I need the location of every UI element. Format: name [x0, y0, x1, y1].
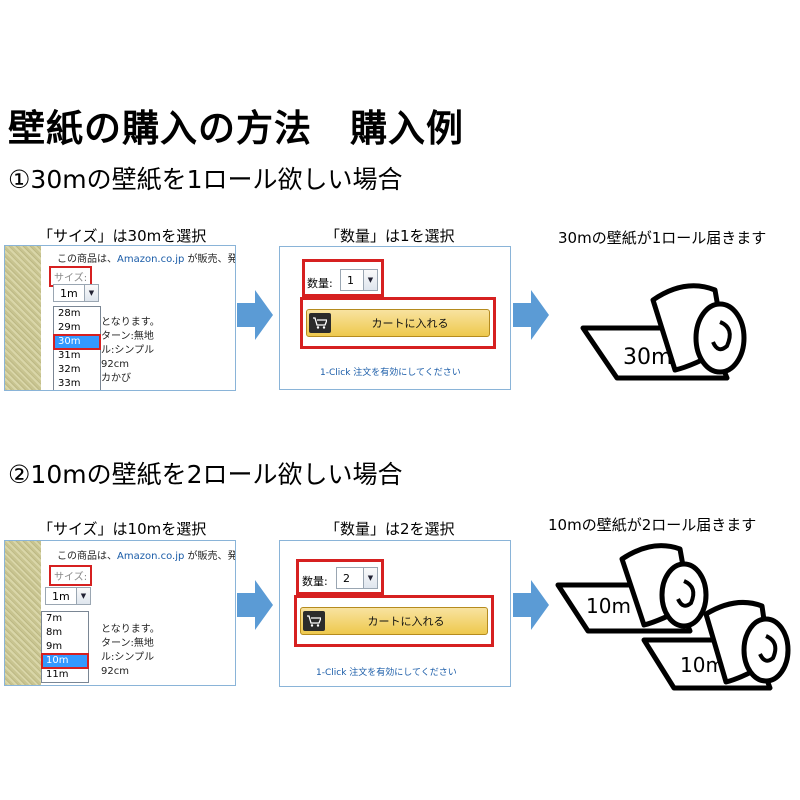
size-label: サイズ: [49, 565, 93, 586]
wallpaper-texture [5, 246, 41, 390]
size-option[interactable]: 8m [46, 627, 63, 638]
example1-heading: ①30mの壁紙を1ロール欲しい場合 [8, 165, 403, 194]
size-option[interactable]: 31m [58, 350, 81, 361]
cart-icon [309, 313, 331, 333]
quantity-label: 数量: [307, 277, 333, 290]
size-option[interactable]: 9m [46, 641, 63, 652]
example1-step2-caption: 「数量」は1を選択 [325, 227, 455, 245]
example2-heading: ②10mの壁紙を2ロール欲しい場合 [8, 460, 403, 489]
quantity-select[interactable]: 2 ▼ [336, 567, 378, 589]
size-option-selected[interactable]: 30m [53, 334, 101, 350]
seller-notice: この商品は、Amazon.co.jp が販売、発 [57, 551, 236, 562]
oneclick-link[interactable]: 1-Click 注文を有効にしてください [316, 668, 457, 678]
product-spec: となります。 ターン:無地 ル:シンプル 92cm [101, 624, 160, 677]
amazon-link[interactable]: Amazon.co.jp [117, 254, 185, 265]
quantity-select[interactable]: 1 ▼ [340, 269, 378, 291]
product-spec: となります。 ターン:無地 ル:シンプル 92cm カかび [101, 317, 160, 384]
page-title: 壁紙の購入の方法 購入例 [8, 107, 464, 150]
size-option-selected[interactable]: 10m [41, 653, 89, 669]
roll-length-label: 10m [586, 594, 631, 618]
add-to-cart-button[interactable]: カートに入れる [306, 309, 490, 337]
size-option[interactable]: 29m [58, 322, 81, 333]
quantity-highlight [296, 559, 384, 595]
chevron-down-icon: ▼ [84, 285, 98, 301]
cart-highlight [300, 297, 496, 349]
chevron-down-icon: ▼ [363, 568, 377, 588]
example2-size-panel: この商品は、Amazon.co.jp が販売、発 サイズ: 1m ▼ 7m 8m… [4, 540, 236, 686]
wallpaper-roll-illustration: 10m [555, 543, 709, 634]
example2-step2-caption: 「数量」は2を選択 [325, 520, 455, 538]
roll-length-label: 30m [623, 345, 672, 370]
example1-size-panel: この商品は、Amazon.co.jp が販売、発送し サイズ: 1m ▼ 28m… [4, 245, 236, 391]
example1-step3-caption: 30mの壁紙が1ロール届きます [558, 229, 767, 247]
wallpaper-texture [5, 541, 41, 685]
size-option[interactable]: 28m [58, 308, 81, 319]
size-option[interactable]: 32m [58, 364, 81, 375]
quantity-highlight [302, 259, 384, 297]
example1-step1-caption: 「サイズ」は30mを選択 [38, 227, 207, 245]
add-to-cart-button[interactable]: カートに入れる [300, 607, 488, 635]
right-arrow-icon [513, 290, 549, 340]
chevron-down-icon: ▼ [363, 270, 377, 290]
quantity-label: 数量: [302, 575, 328, 588]
size-option[interactable]: 33m [58, 378, 81, 389]
size-select[interactable]: 1m ▼ [53, 284, 99, 302]
example1-quantity-panel: 数量: 1 ▼ カートに入れる 1-Click 注文を有効にしてください [279, 246, 511, 390]
roll-length-label: 10m [680, 653, 725, 677]
size-select[interactable]: 1m ▼ [45, 587, 91, 605]
example2-step3-caption: 10mの壁紙が2ロール届きます [548, 516, 757, 534]
wallpaper-roll-illustration: 30m [580, 283, 747, 381]
right-arrow-icon [237, 290, 273, 340]
seller-notice: この商品は、Amazon.co.jp が販売、発送し [57, 254, 236, 265]
oneclick-link[interactable]: 1-Click 注文を有効にしてください [320, 368, 461, 378]
example2-quantity-panel: 数量: 2 ▼ カートに入れる 1-Click 注文を有効にしてください [279, 540, 511, 687]
wallpaper-roll-illustration: 10m [641, 599, 791, 691]
right-arrow-icon [237, 580, 273, 630]
size-dropdown-list: 28m 29m 30m 31m 32m 33m [53, 306, 101, 390]
right-arrow-icon [513, 580, 549, 630]
chevron-down-icon: ▼ [76, 588, 90, 604]
size-option[interactable]: 7m [46, 613, 63, 624]
size-option[interactable]: 11m [46, 669, 69, 680]
size-dropdown-list: 7m 8m 9m 10m 11m [41, 611, 89, 683]
example2-step1-caption: 「サイズ」は10mを選択 [38, 520, 207, 538]
cart-highlight [294, 595, 494, 647]
cart-icon [303, 611, 325, 631]
amazon-link[interactable]: Amazon.co.jp [117, 551, 185, 562]
